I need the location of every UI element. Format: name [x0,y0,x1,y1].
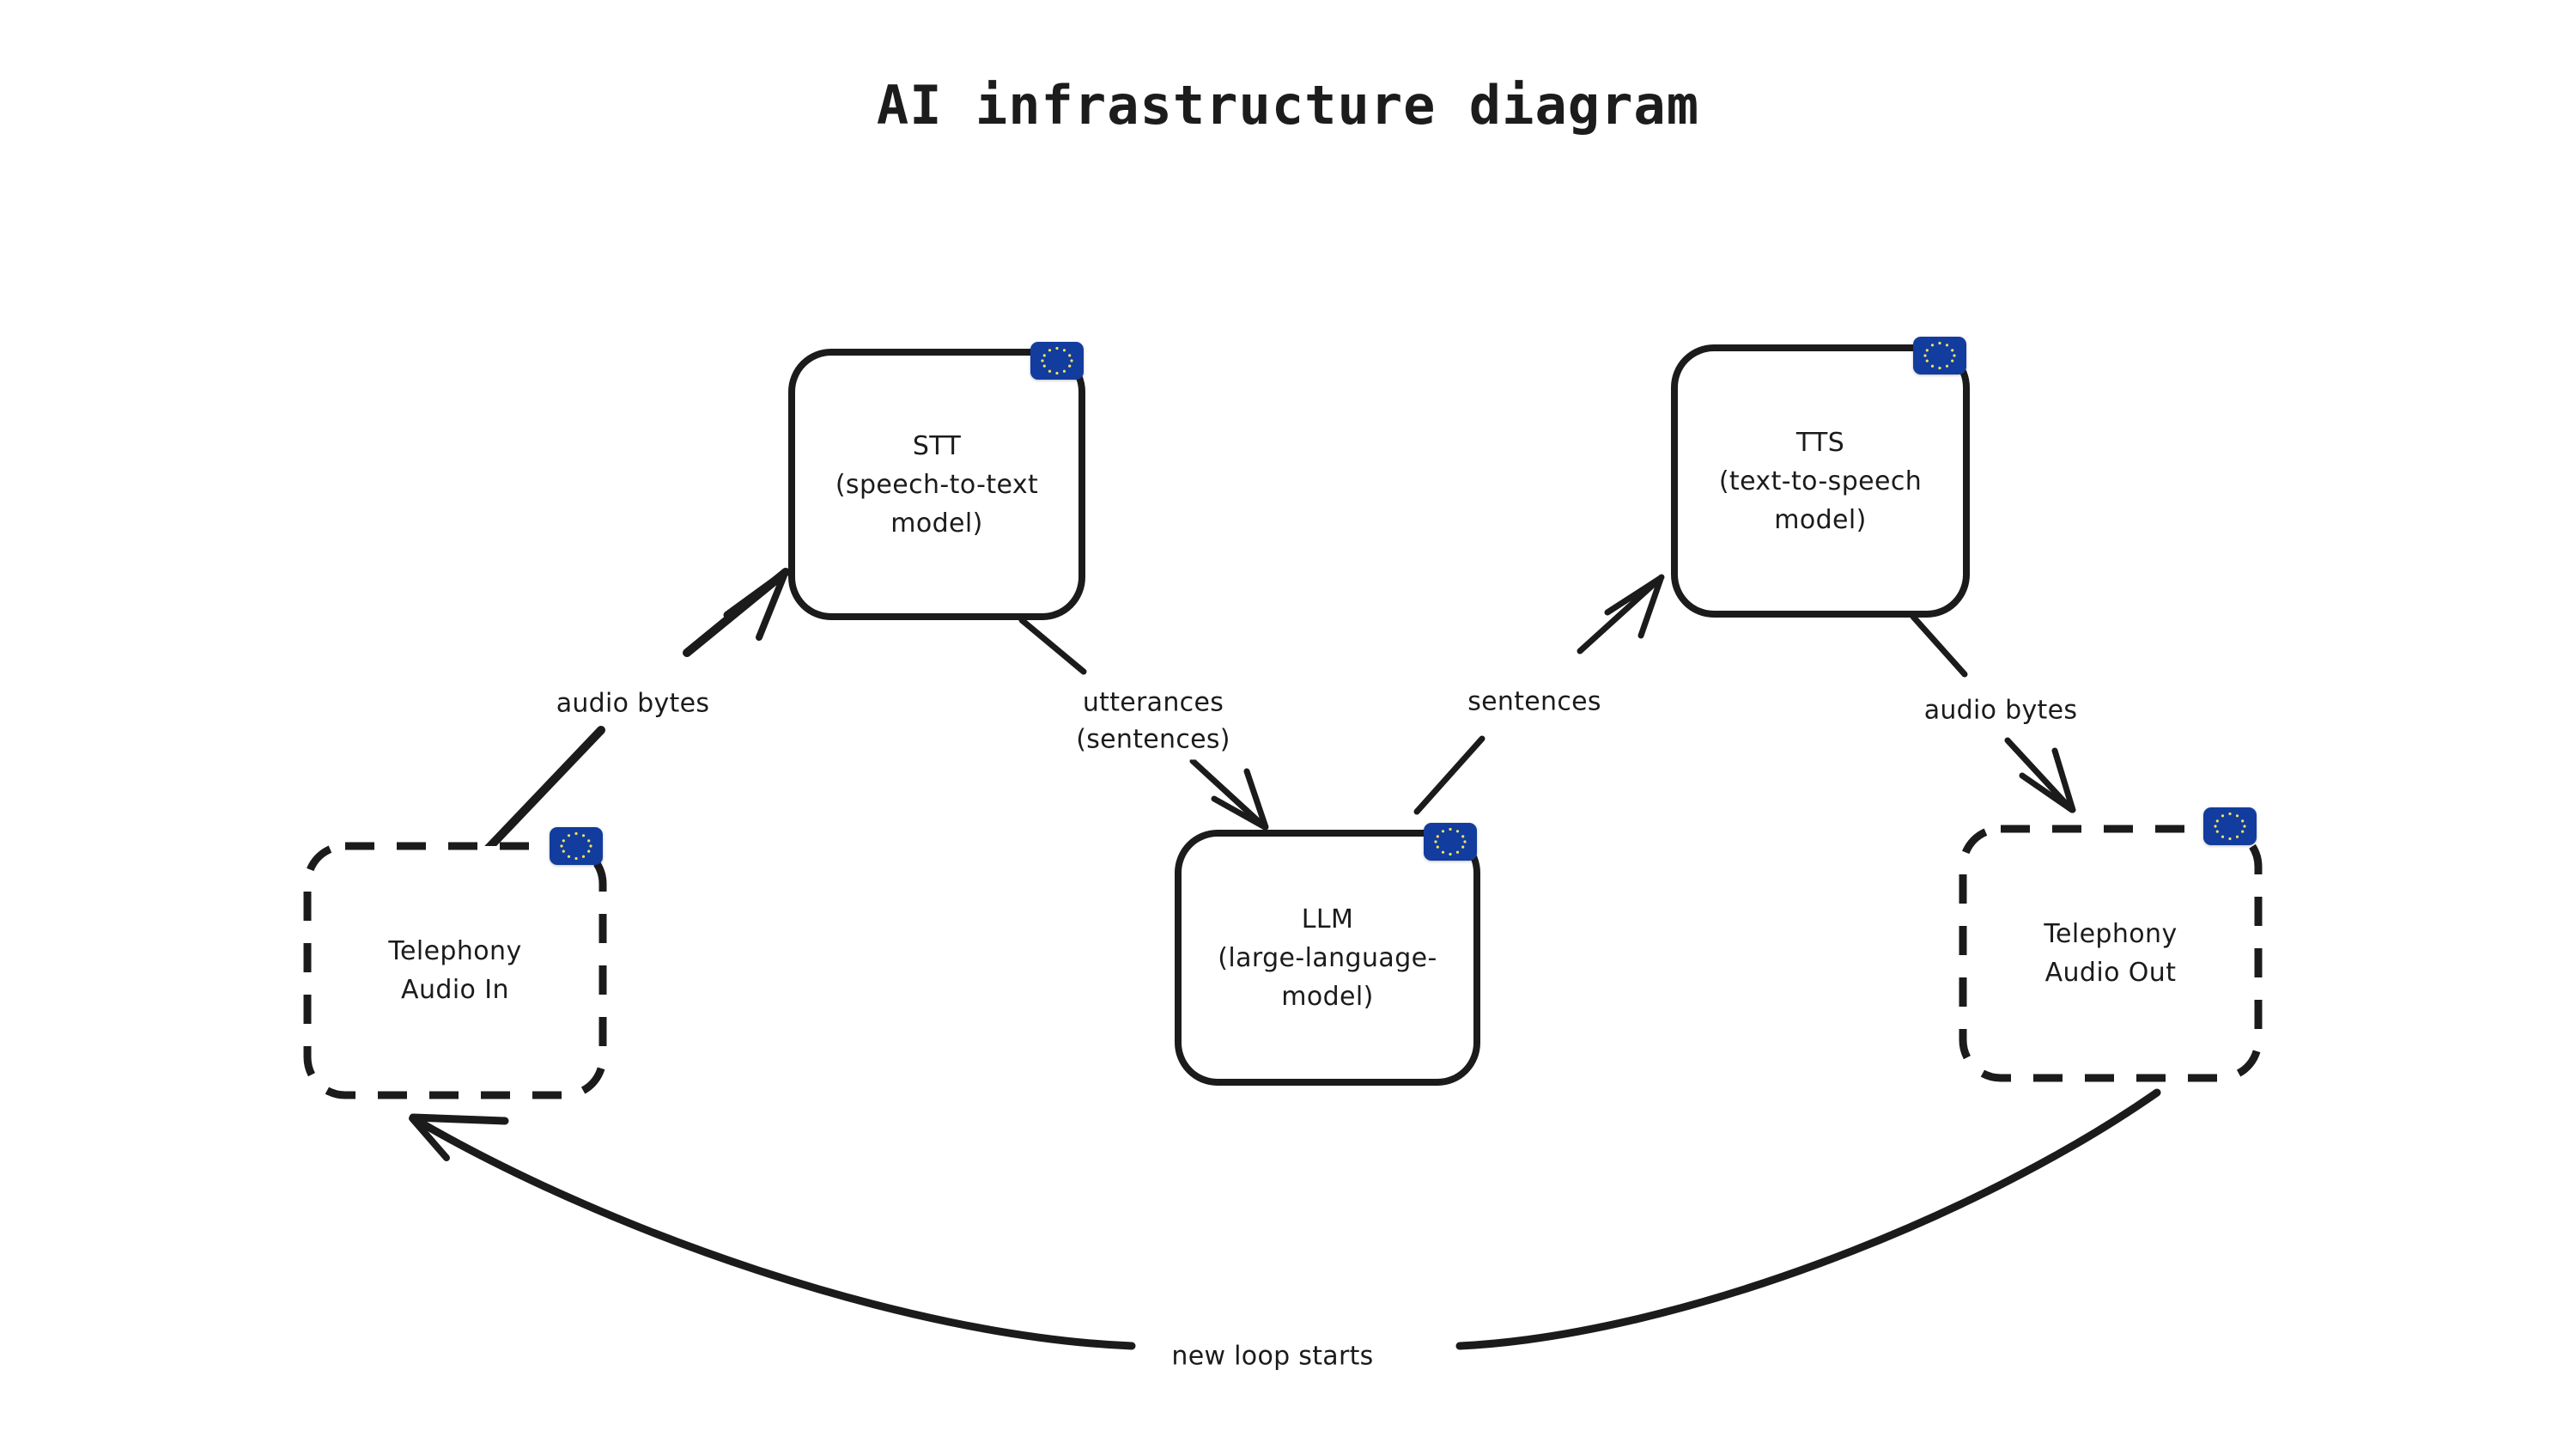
node-outline-llm[interactable] [1175,830,1480,1086]
eu-flag-icon [2203,807,2257,845]
node-label-tts: TTS (text-to-speech model) [1718,427,1923,535]
node-stt[interactable]: STT (speech-to-text model) [792,352,1082,617]
arrowhead-barb-2 [2051,747,2076,813]
edge-label-tts-to-audio-out: audio bytes [1917,691,2085,732]
node-tts[interactable]: TTS (text-to-speech model) [1674,348,1966,614]
edge-line-lower [1413,735,1485,815]
eu-flag-icon [550,827,603,865]
loop-curve-left [410,1115,1136,1350]
node-telephony-audio-in[interactable]: Telephony Audio In [307,846,603,1095]
arrowhead-barb-1 [2019,772,2075,813]
node-outline-tts[interactable] [1671,344,1970,618]
edge-stt-to-llm [1018,617,1269,831]
arrowhead-barb-1 [1211,795,1268,831]
loop-curve-right [1455,1088,2161,1350]
node-label-llm: LLM (large-language- model) [1218,904,1437,1012]
edge-label-new-loop-starts: new loop starts [1164,1336,1381,1378]
arrowhead-barb-1 [409,1113,509,1125]
edge-audio-in-to-stt [472,568,790,865]
arrowhead-barb-2 [1243,768,1269,831]
edge-tts-to-audio-out [1910,613,2076,813]
edge-audio-out-to-audio-in [409,1088,2161,1350]
node-llm[interactable]: LLM (large-language- model) [1178,833,1477,1082]
edge-line-upper [1910,613,1968,678]
node-telephony-audio-out[interactable]: Telephony Audio Out [1963,829,2258,1078]
page-title: AI infrastructure diagram [876,74,1700,137]
edge-line-lower [472,726,605,865]
node-label-telephony-audio-out: Telephony Audio Out [2044,919,2178,988]
edge-label-stt-to-llm: utterances (sentences) [1069,683,1237,760]
node-label-telephony-audio-in: Telephony Audio In [388,936,522,1005]
edge-label-audio-in-to-stt: audio bytes [549,684,717,725]
node-outline-telephony-audio-out[interactable] [1959,825,2263,1082]
arrowhead-barb-1 [723,569,788,619]
node-outline-stt[interactable] [788,349,1085,620]
arrowhead-barb-2 [409,1115,450,1161]
arrowhead-barb-1 [1604,575,1664,616]
arrowhead-barb-2 [1637,575,1664,639]
edge-line-lower [1189,758,1267,830]
node-outline-telephony-audio-in[interactable] [303,842,607,1099]
edge-line-upper [1018,617,1087,675]
eu-flag-icon [1030,342,1084,380]
edge-line-lower [2004,737,2075,813]
eu-flag-icon [1424,823,1477,861]
node-label-stt: STT (speech-to-text model) [835,430,1039,539]
edge-llm-to-tts [1413,574,1665,815]
edge-label-llm-to-tts: sentences [1461,682,1608,723]
arrowhead-barb-2 [756,572,787,641]
eu-flag-icon [1913,337,1966,374]
